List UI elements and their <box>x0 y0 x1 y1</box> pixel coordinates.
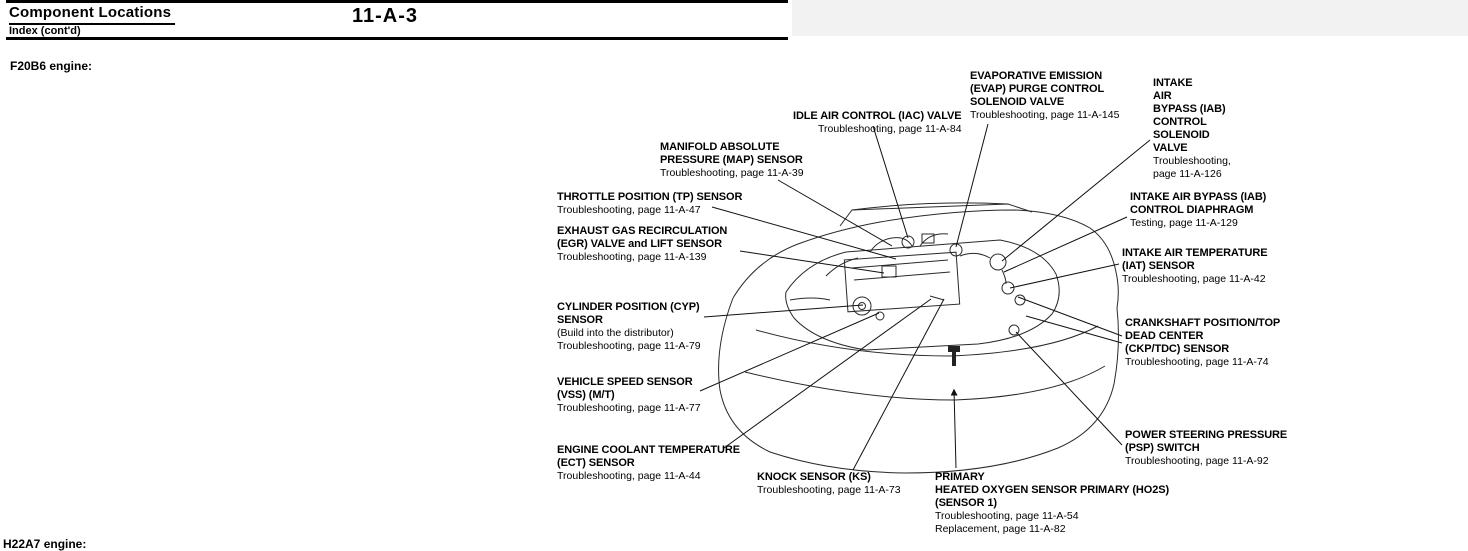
callout-detail: Troubleshooting, page 11-A-79 <box>557 340 701 352</box>
callout-detail: Troubleshooting, page 11-A-77 <box>557 402 701 414</box>
callout-intake-air-bypass-control-diaphragm: INTAKE AIR BYPASS (IAB) CONTROL DIAPHRAG… <box>1130 191 1266 230</box>
callout-detail: Troubleshooting, page 11-A-44 <box>557 470 701 482</box>
callout-detail: Troubleshooting, page 11-A-84 <box>818 123 962 135</box>
callout-idle-air-control-valve: IDLE AIR CONTROL (IAC) VALVE Troubleshoo… <box>793 110 962 136</box>
leader-ect <box>723 298 932 449</box>
callout-throttle-position-sensor: THROTTLE POSITION (TP) SENSOR Troublesho… <box>557 191 742 217</box>
evap-valve-shape <box>949 243 963 257</box>
leader-ho2s <box>950 388 958 469</box>
leader-map <box>777 179 893 247</box>
iat-sensor-shape <box>1001 281 1015 295</box>
callout-engine-coolant-temperature-sensor: ENGINE COOLANT TEMPERATURE (ECT) SENSOR … <box>557 444 740 483</box>
callout-title: VEHICLE SPEED SENSOR (VSS) (M/T) <box>557 376 693 401</box>
callout-knock-sensor: KNOCK SENSOR (KS) Troubleshooting, page … <box>757 471 901 497</box>
leader-psp <box>1015 331 1123 446</box>
callout-intake-air-temperature-sensor: INTAKE AIR TEMPERATURE (IAT) SENSOR Trou… <box>1122 247 1268 286</box>
callout-evap-purge-control-solenoid-valve: EVAPORATIVE EMISSION (EVAP) PURGE CONTRO… <box>970 70 1119 122</box>
callout-note: (Build into the distributor) <box>557 327 674 339</box>
callout-title: POWER STEERING PRESSURE (PSP) SWITCH <box>1125 429 1288 454</box>
callout-detail: Troubleshooting, page 11-A-126 <box>1153 155 1231 180</box>
leader-tp <box>711 206 897 260</box>
callout-detail: Troubleshooting, page 11-A-145 <box>970 109 1120 121</box>
leader-iat <box>1009 263 1120 289</box>
scan-gray-band <box>792 0 1468 36</box>
callout-vehicle-speed-sensor: VEHICLE SPEED SENSOR (VSS) (M/T) Trouble… <box>557 376 701 415</box>
callout-detail: Troubleshooting, page 11-A-47 <box>557 204 701 216</box>
callout-title: CRANKSHAFT POSITION/TOP DEAD CENTER (CKP… <box>1125 317 1281 355</box>
callout-title: KNOCK SENSOR (KS) <box>757 471 871 483</box>
leader-vss <box>699 312 880 392</box>
leader-iab-solenoid <box>1001 139 1151 262</box>
callout-exhaust-gas-recirculation-valve: EXHAUST GAS RECIRCULATION (EGR) VALVE an… <box>557 225 727 264</box>
callout-title: MANIFOLD ABSOLUTE PRESSURE (MAP) SENSOR <box>660 141 803 166</box>
callout-detail: Troubleshooting, page 11-A-74 <box>1125 356 1269 368</box>
leader-cyp <box>703 304 864 318</box>
leader-iab-diaphragm <box>1003 216 1128 273</box>
callout-title: INTAKE AIR BYPASS (IAB) CONTROL DIAPHRAG… <box>1130 191 1267 216</box>
section-label-h22a7: H22A7 engine: <box>3 537 87 551</box>
section-label-f20b6: F20B6 engine: <box>10 59 93 73</box>
leader-ckp-b <box>1025 315 1123 344</box>
callout-detail: Troubleshooting, page 11-A-73 <box>757 484 901 496</box>
leader-ks <box>852 298 945 471</box>
psp-switch-shape <box>1008 324 1020 336</box>
map-sensor-shape <box>921 233 935 244</box>
iab-solenoid-shape <box>989 253 1007 271</box>
callout-title: PRIMARY HEATED OXYGEN SENSOR PRIMARY (HO… <box>935 471 1170 509</box>
top-rule <box>6 0 788 3</box>
callout-manifold-absolute-pressure-sensor: MANIFOLD ABSOLUTE PRESSURE (MAP) SENSOR … <box>660 141 804 180</box>
callout-cylinder-position-sensor: CYLINDER POSITION (CYP) SENSOR (Build in… <box>557 301 701 353</box>
page-subtitle: Index (cont'd) <box>9 25 81 37</box>
callout-detail: Troubleshooting, page 11-A-54 Replacemen… <box>935 510 1079 535</box>
page-title: Component Locations <box>9 4 176 25</box>
callout-title: CYLINDER POSITION (CYP) SENSOR <box>557 301 700 326</box>
egr-valve-shape <box>881 265 897 278</box>
callout-detail: Troubleshooting, page 11-A-92 <box>1125 455 1269 467</box>
leader-lines <box>699 123 1151 471</box>
callout-title: EXHAUST GAS RECIRCULATION (EGR) VALVE an… <box>557 225 728 250</box>
callout-primary-heated-oxygen-sensor: PRIMARY HEATED OXYGEN SENSOR PRIMARY (HO… <box>935 471 1169 536</box>
callout-detail: Troubleshooting, page 11-A-42 <box>1122 273 1266 285</box>
callout-detail: Troubleshooting, page 11-A-39 <box>660 167 804 179</box>
callout-title: THROTTLE POSITION (TP) SENSOR <box>557 191 743 203</box>
o2-sensor-bolt <box>948 346 960 366</box>
callout-title: INTAKE AIR BYPASS (IAB) CONTROL SOLENOID… <box>1153 77 1226 154</box>
header-rule <box>6 37 788 40</box>
ckp-sensor-shape <box>1014 294 1026 306</box>
leader-egr <box>739 250 885 274</box>
page-number: 11-A-3 <box>352 5 419 27</box>
callout-detail: Troubleshooting, page 11-A-139 <box>557 251 707 263</box>
callout-title: INTAKE AIR TEMPERATURE (IAT) SENSOR <box>1122 247 1268 272</box>
callout-title: ENGINE COOLANT TEMPERATURE (ECT) SENSOR <box>557 444 740 469</box>
callout-intake-air-bypass-control-solenoid-valve: INTAKE AIR BYPASS (IAB) CONTROL SOLENOID… <box>1153 77 1231 181</box>
leader-iac <box>872 125 909 239</box>
iac-valve-shape <box>901 235 915 249</box>
callout-power-steering-pressure-switch: POWER STEERING PRESSURE (PSP) SWITCH Tro… <box>1125 429 1287 468</box>
leader-ckp-a <box>1017 296 1123 337</box>
engine-illustration <box>718 202 1119 474</box>
callout-title: EVAPORATIVE EMISSION (EVAP) PURGE CONTRO… <box>970 70 1105 108</box>
callout-crankshaft-position-tdc-sensor: CRANKSHAFT POSITION/TOP DEAD CENTER (CKP… <box>1125 317 1280 369</box>
leader-evap <box>955 123 989 248</box>
callout-detail: Testing, page 11-A-129 <box>1130 217 1238 229</box>
callout-title: IDLE AIR CONTROL (IAC) VALVE <box>793 110 962 122</box>
